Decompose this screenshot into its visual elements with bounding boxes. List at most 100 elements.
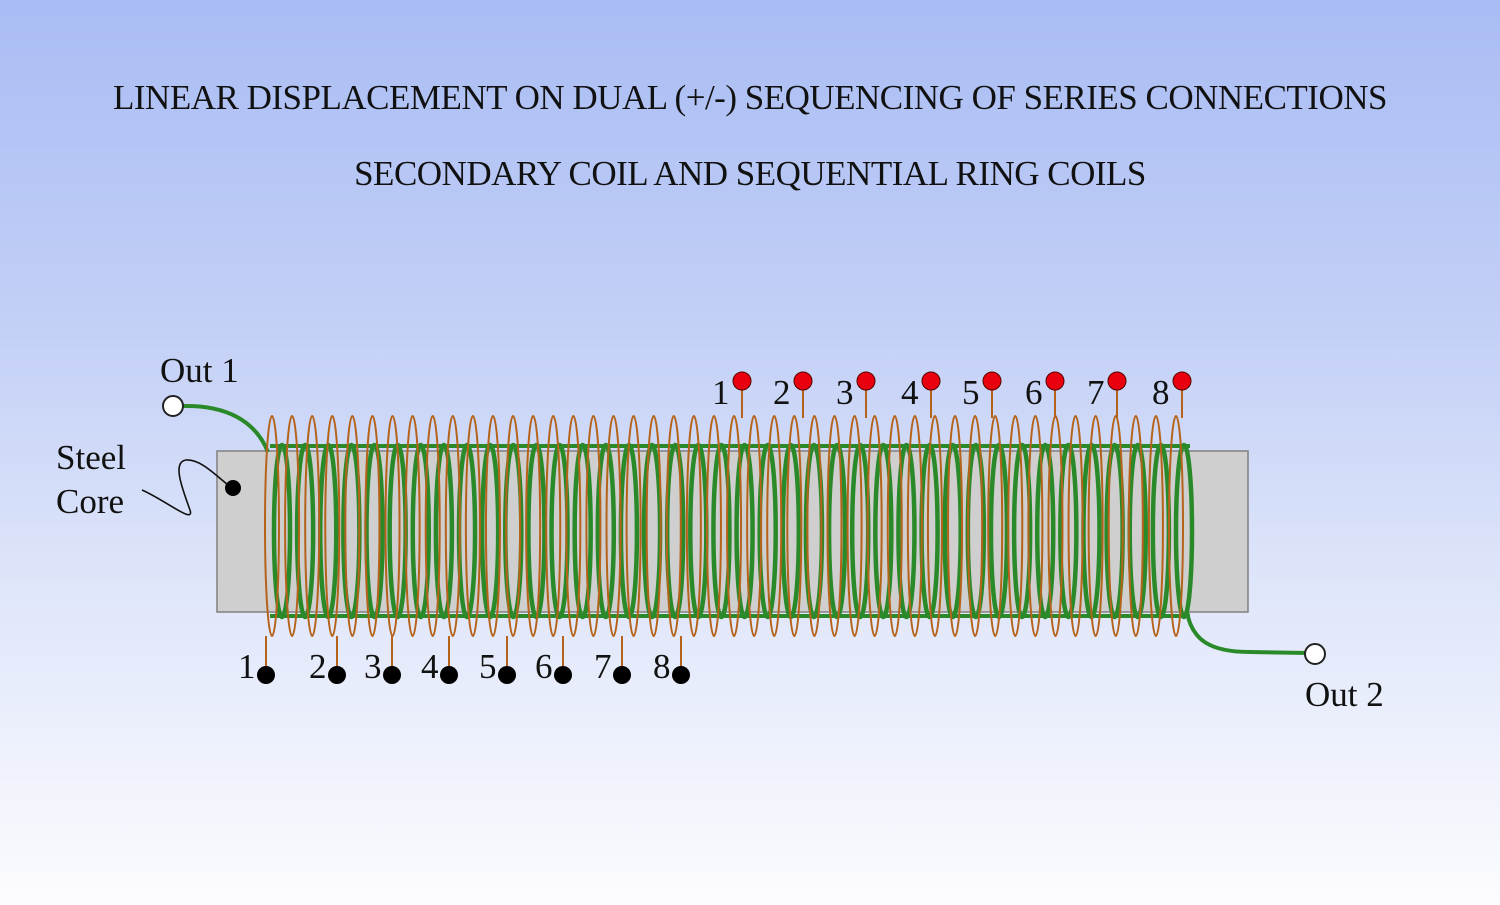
ring-coil-turn	[284, 415, 301, 637]
ring-coils	[264, 415, 1184, 637]
ring-coil-turn	[846, 415, 863, 637]
ring-coil-turn	[665, 415, 682, 637]
secondary-coil-turn	[271, 442, 293, 620]
top-terminal-label-6: 6	[1025, 373, 1043, 412]
ring-coil-turn	[1127, 415, 1144, 637]
out2-label: Out 2	[1305, 675, 1384, 714]
secondary-coil-turn	[896, 442, 917, 620]
title-line-2: SECONDARY COIL AND SEQUENTIAL RING COILS	[354, 154, 1146, 193]
top-terminal-label-5: 5	[962, 373, 980, 412]
ring-coil-turn	[324, 415, 341, 637]
ring-coil-turn	[1007, 415, 1024, 637]
secondary-coil-turn	[294, 442, 316, 620]
top-terminal-3	[856, 371, 876, 391]
steel-label: Steel	[56, 438, 126, 477]
ring-coil-turn	[947, 415, 964, 637]
top-terminal-6	[1045, 371, 1065, 391]
secondary-coil-turn	[826, 442, 848, 620]
secondary-coil-turn	[942, 442, 963, 620]
top-terminal-7	[1107, 371, 1127, 391]
top-terminal-label-1: 1	[712, 373, 730, 412]
steel-core	[216, 450, 1249, 613]
secondary-coil-turn	[479, 442, 501, 620]
secondary-coil-turn	[734, 442, 755, 620]
secondary-coil-turn	[711, 442, 732, 620]
title-line-1: LINEAR DISPLACEMENT ON DUAL (+/-) SEQUEN…	[113, 78, 1387, 117]
ring-coil-turn	[585, 415, 602, 637]
secondary-coil-turn	[433, 442, 455, 620]
out2-lead	[1185, 611, 1309, 655]
ring-coil-turn	[625, 415, 642, 637]
ring-coil-turn	[987, 415, 1004, 637]
ring-coil-turn	[424, 415, 441, 637]
bottom-terminal-label-3: 3	[364, 647, 382, 686]
bottom-terminal-1	[257, 666, 275, 684]
ring-coil-turn	[264, 415, 280, 637]
out1-terminal	[162, 395, 184, 417]
bottom-terminal-label-1: 1	[238, 647, 256, 686]
ring-coil-turn	[926, 415, 943, 637]
ring-coil-turn	[1147, 415, 1164, 637]
secondary-coil-turn	[410, 442, 432, 620]
bottom-terminal-6	[554, 666, 572, 684]
top-terminals: 1 2 3 4 5 6 7 8	[712, 371, 1192, 418]
bottom-terminal-label-8: 8	[653, 647, 671, 686]
out2-terminal	[1304, 643, 1326, 665]
top-terminal-5	[982, 371, 1002, 391]
bottom-terminal-label-5: 5	[479, 647, 497, 686]
secondary-coil-turn	[1058, 442, 1079, 620]
top-terminal-label-2: 2	[773, 373, 791, 412]
ring-coil-turn	[746, 415, 763, 637]
out1-label: Out 1	[160, 351, 239, 390]
ring-coil-turn	[304, 415, 321, 637]
bottom-terminal-label-7: 7	[594, 647, 612, 686]
ring-coil-turn	[705, 415, 722, 637]
secondary-coil-turn	[549, 442, 570, 620]
top-terminal-label-4: 4	[901, 373, 919, 412]
ring-coil-turn	[906, 415, 923, 637]
ring-coil-turn	[826, 415, 843, 637]
core-leader-dot	[225, 480, 241, 496]
ring-coil-turn	[364, 415, 381, 637]
ring-coil-turn	[505, 415, 522, 637]
secondary-coil-turn	[572, 442, 593, 620]
bottom-terminal-2	[328, 666, 346, 684]
top-terminal-label-7: 7	[1087, 373, 1105, 412]
core-label: Core	[56, 482, 124, 521]
top-terminal-4	[921, 371, 941, 391]
secondary-coil-turn	[1034, 442, 1056, 620]
secondary-coil-turn	[757, 442, 778, 620]
ring-coil-turn	[1027, 415, 1044, 637]
ring-coil-turn	[1168, 415, 1184, 637]
bottom-terminal-5	[498, 666, 516, 684]
ring-coil-turn	[344, 415, 361, 637]
out1-lead	[182, 403, 270, 453]
top-terminal-8	[1172, 371, 1192, 391]
bottom-terminal-3	[383, 666, 401, 684]
ring-coil-turn	[1087, 415, 1104, 637]
ring-coil-turn	[645, 415, 662, 637]
bottom-terminal-label-4: 4	[421, 647, 439, 686]
secondary-coil-turn	[873, 442, 894, 620]
ring-coil-turn	[464, 415, 481, 637]
ring-coil-turn	[404, 415, 421, 637]
secondary-coil-turn	[364, 442, 385, 620]
ring-coil-turn	[806, 415, 823, 637]
ring-coil-turn	[545, 415, 562, 637]
ring-coil-turn	[525, 415, 542, 637]
core-leader-line	[141, 459, 233, 516]
ring-coil-turn	[565, 415, 582, 637]
ring-coil-turn	[605, 415, 622, 637]
ring-coil-turn	[866, 415, 883, 637]
top-terminal-label-8: 8	[1152, 373, 1170, 412]
top-terminal-1	[732, 371, 752, 391]
ring-coil-turn	[786, 415, 803, 637]
bottom-terminal-label-2: 2	[309, 647, 327, 686]
top-terminal-label-3: 3	[836, 373, 854, 412]
bottom-terminal-8	[672, 666, 690, 684]
bottom-terminal-7	[613, 666, 631, 684]
secondary-coil-turn	[595, 442, 617, 620]
secondary-coil-turn	[1011, 442, 1033, 620]
